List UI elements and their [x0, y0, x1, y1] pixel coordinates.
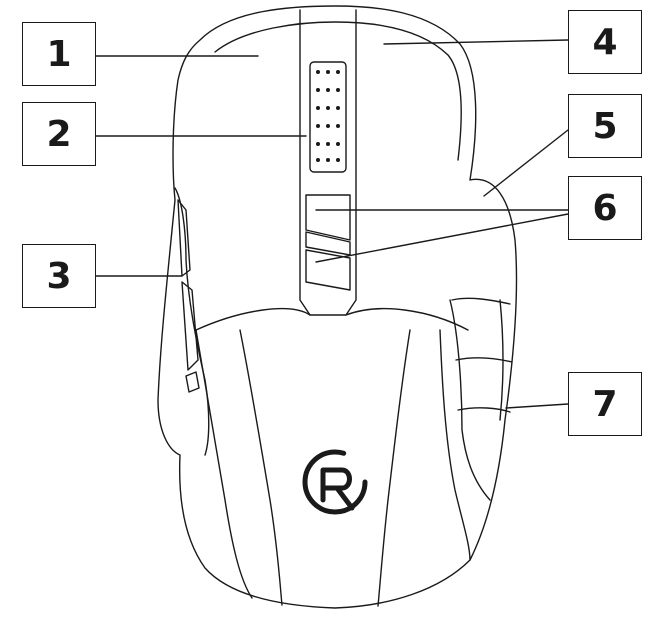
mouse-top-rim — [214, 21, 462, 161]
button-lower-sweep — [195, 307, 469, 331]
left-button-edge — [299, 9, 357, 316]
right-grip-ridge-3 — [457, 407, 511, 413]
callout-label: 7 — [592, 383, 618, 425]
callout-label: 1 — [46, 33, 72, 75]
scroll-wheel — [309, 61, 347, 173]
callout-4: 4 — [568, 10, 642, 74]
side-button-lower — [181, 281, 199, 371]
callout-5: 5 — [568, 94, 642, 158]
right-grip-ridge-1 — [451, 297, 511, 305]
mouse-body-outline — [157, 5, 518, 609]
palm-contour-outer-right — [439, 329, 471, 561]
callout-6: 6 — [568, 176, 642, 240]
leader-4 — [383, 39, 569, 45]
callout-label: 4 — [592, 21, 618, 63]
dpi-button-top — [305, 194, 351, 241]
callout-3: 3 — [22, 244, 96, 308]
leader-7 — [505, 403, 569, 409]
palm-contour-right — [377, 329, 411, 607]
palm-contour-outer-left — [195, 329, 253, 599]
callout-label: 2 — [46, 113, 72, 155]
right-grip-ridge-2 — [455, 357, 513, 363]
side-button-small — [185, 371, 200, 393]
brand-logo — [302, 449, 368, 515]
right-grip-panel — [449, 299, 491, 501]
leader-6b — [315, 213, 569, 263]
scroll-wheel-texture — [316, 70, 340, 162]
dpi-button-low — [305, 249, 351, 291]
side-button-upper — [177, 199, 191, 277]
callout-label: 5 — [592, 105, 618, 147]
leader-5 — [483, 129, 569, 197]
palm-contour-left — [239, 329, 283, 606]
side-panel-left — [174, 187, 210, 456]
callout-label: 6 — [592, 187, 618, 229]
callout-label: 3 — [46, 255, 72, 297]
callout-7: 7 — [568, 372, 642, 436]
callout-1: 1 — [22, 22, 96, 86]
callout-2: 2 — [22, 102, 96, 166]
right-grip-slot — [499, 299, 504, 421]
